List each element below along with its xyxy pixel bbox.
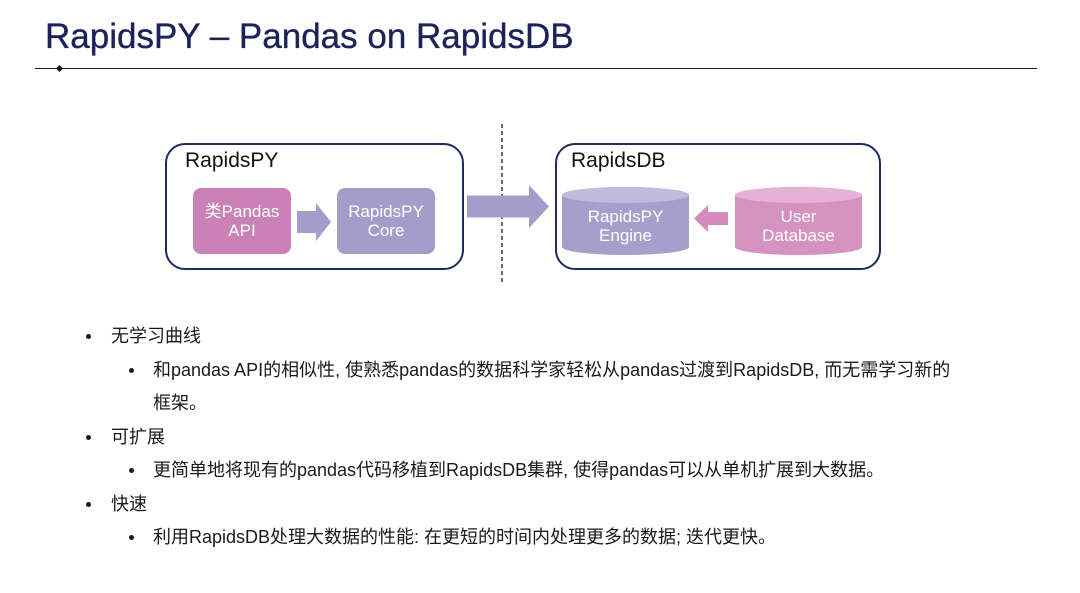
database-cylinder-icon	[735, 187, 862, 255]
cylinder-top	[735, 187, 862, 203]
rapidsdb-group: RapidsDB RapidsPY Engine	[555, 143, 881, 270]
sub-bullet-line: 利用RapidsDB处理大数据的性能: 在更短的时间内处理更多的数据; 迭代更快…	[153, 527, 777, 547]
cylinder-body	[562, 187, 689, 255]
rapidsdb-group-label: RapidsDB	[571, 149, 666, 172]
user-database-line: User	[780, 206, 817, 226]
rapidspy-core-box: RapidsPY Core	[337, 188, 435, 254]
rapidspy-engine-cylinder: RapidsPY Engine	[562, 187, 689, 255]
cylinder-top	[562, 187, 689, 203]
pandas-api-box-line: API	[228, 221, 256, 240]
bullet-list: 无学习曲线 和pandas API的相似性, 使熟悉pandas的数据科学家轻松…	[0, 320, 1080, 555]
underline-diamond-marker	[55, 64, 64, 73]
bullet-item: 快速	[0, 488, 1080, 522]
arrow-shape	[694, 205, 728, 232]
bullet-text: 无学习曲线	[111, 326, 201, 346]
bullet-dot	[86, 501, 91, 507]
bullet-dot	[86, 334, 91, 339]
title-underline	[35, 68, 1037, 69]
arrow-api-to-core	[297, 203, 331, 241]
rapidspy-group: RapidsPY 类Pandas API RapidsPY Core	[165, 143, 464, 270]
rapidspy-group-label: RapidsPY	[185, 149, 279, 172]
sub-bullet-text: 和pandas API的相似性, 使熟悉pandas的数据科学家轻松从panda…	[153, 354, 1080, 421]
bullet-dot	[86, 434, 91, 440]
arrow-userdb-to-engine	[694, 205, 728, 232]
database-cylinder-icon	[562, 187, 689, 255]
rapidspy-core-box-line: RapidsPY	[348, 202, 424, 221]
user-database-cylinder: User Database	[735, 187, 862, 255]
sub-bullet-dot	[129, 367, 134, 373]
sub-bullet-item: 和pandas API的相似性, 使熟悉pandas的数据科学家轻松从panda…	[0, 354, 1080, 421]
arrow-shape	[467, 185, 549, 228]
sub-bullet-dot	[129, 468, 134, 473]
pandas-api-box: 类Pandas API	[193, 188, 291, 254]
sub-bullet-dot	[129, 535, 134, 540]
bullet-text: 快速	[111, 493, 147, 514]
sub-bullet-item: 更简单地将现有的pandas代码移植到RapidsDB集群, 使得pandas可…	[0, 454, 1080, 488]
rapidspy-engine-label: RapidsPY Engine	[562, 197, 689, 255]
slide-title: RapidsPY – Pandas on RapidsDB	[45, 17, 574, 56]
bullet-item: 无学习曲线	[0, 320, 1080, 354]
sub-bullet-text: 更简单地将现有的pandas代码移植到RapidsDB集群, 使得pandas可…	[153, 454, 1080, 488]
sub-bullet-item: 利用RapidsDB处理大数据的性能: 在更短的时间内处理更多的数据; 迭代更快…	[0, 521, 1080, 555]
bullet-text: 可扩展	[111, 426, 165, 447]
rapidspy-core-box-line: Core	[367, 221, 405, 240]
arrow-rapidspy-to-rapidsdb	[467, 185, 549, 228]
arrow-shape	[297, 203, 331, 241]
pandas-api-box-line: 类Pandas	[204, 202, 280, 221]
sub-bullet-line: 和pandas API的相似性, 使熟悉pandas的数据科学家轻松从panda…	[153, 359, 951, 380]
user-database-label: User Database	[735, 197, 862, 255]
sub-bullet-line: 更简单地将现有的pandas代码移植到RapidsDB集群, 使得pandas可…	[153, 460, 885, 480]
sub-bullet-text: 利用RapidsDB处理大数据的性能: 在更短的时间内处理更多的数据; 迭代更快…	[153, 521, 1080, 555]
rapidspy-engine-line: RapidsPY	[587, 206, 664, 226]
sub-bullet-line: 框架。	[153, 393, 207, 413]
user-database-line: Database	[762, 226, 835, 245]
bullet-item: 可扩展	[0, 421, 1080, 455]
rapidspy-engine-line: Engine	[599, 226, 652, 245]
cylinder-body	[735, 187, 862, 255]
